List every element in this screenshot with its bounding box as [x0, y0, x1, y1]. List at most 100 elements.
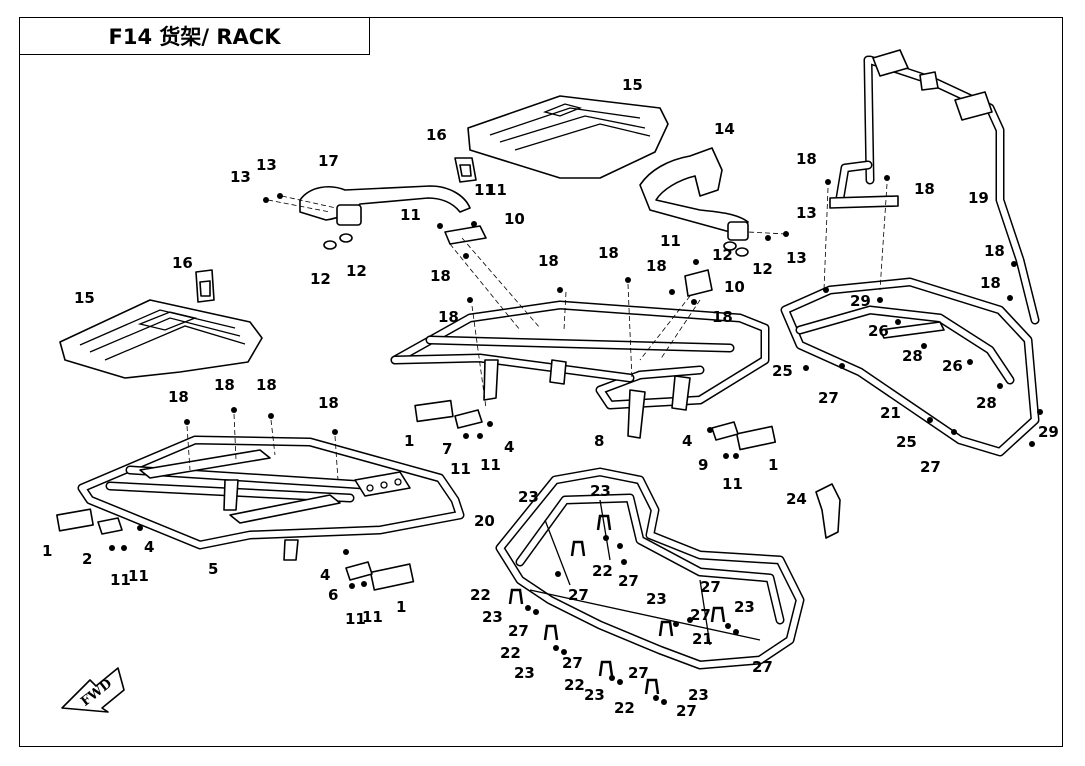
callout-23: 23 — [518, 488, 539, 506]
rear-rack-frame-8 — [390, 300, 770, 439]
callout-13: 13 — [230, 168, 251, 186]
callout-27: 27 — [568, 586, 589, 604]
callout-11: 11 — [110, 571, 131, 589]
callout-11: 11 — [660, 232, 681, 250]
callout-22: 22 — [614, 699, 635, 717]
front-rack-frame-5 — [77, 435, 465, 561]
callout-13: 13 — [256, 156, 277, 174]
callout-16: 16 — [426, 126, 447, 144]
callout-26: 26 — [868, 322, 889, 340]
callout-27: 27 — [752, 658, 773, 676]
diagram-frame — [19, 17, 1063, 747]
callout-28: 28 — [976, 394, 997, 412]
callout-5: 5 — [208, 560, 218, 578]
bracket-16-front — [195, 269, 215, 303]
callout-16: 16 — [172, 254, 193, 272]
callout-29: 29 — [850, 292, 871, 310]
grab-handle-17 — [299, 185, 471, 250]
callout-23: 23 — [688, 686, 709, 704]
callout-18: 18 — [646, 257, 667, 275]
callout-13: 13 — [786, 249, 807, 267]
callout-10: 10 — [504, 210, 525, 228]
callout-11: 11 — [474, 181, 495, 199]
callout-23: 23 — [514, 664, 535, 682]
callout-23: 23 — [584, 686, 605, 704]
cargo-cover-rear — [467, 95, 669, 179]
callout-18: 18 — [984, 242, 1005, 260]
callout-21: 21 — [692, 630, 713, 648]
callout-27: 27 — [818, 389, 839, 407]
callout-18: 18 — [980, 274, 1001, 292]
callout-11: 11 — [362, 608, 383, 626]
callout-21: 21 — [880, 404, 901, 422]
callout-27: 27 — [676, 702, 697, 720]
callout-23: 23 — [646, 590, 667, 608]
callout-11: 11 — [486, 181, 507, 199]
callout-17: 17 — [318, 152, 339, 170]
callout-25: 25 — [772, 362, 793, 380]
rear-basket-21 — [780, 277, 1040, 457]
callout-13: 13 — [796, 204, 817, 222]
roll-bar-19 — [829, 49, 1040, 325]
callout-11: 11 — [722, 475, 743, 493]
callout-19: 19 — [968, 189, 989, 207]
callout-7: 7 — [442, 440, 452, 458]
callout-22: 22 — [564, 676, 585, 694]
callout-18: 18 — [438, 308, 459, 326]
callout-6: 6 — [328, 586, 338, 604]
diagram-title: F14 货架/ RACK — [19, 17, 370, 55]
callout-18: 18 — [712, 308, 733, 326]
reflector-bracket-6 — [345, 561, 373, 581]
callout-12: 12 — [346, 262, 367, 280]
callout-27: 27 — [562, 654, 583, 672]
callout-18: 18 — [796, 150, 817, 168]
callout-18: 18 — [538, 252, 559, 270]
reflector-bracket-7 — [454, 409, 483, 429]
callout-1: 1 — [42, 542, 52, 560]
callout-22: 22 — [500, 644, 521, 662]
callout-23: 23 — [482, 608, 503, 626]
callout-27: 27 — [690, 606, 711, 624]
callout-18: 18 — [318, 394, 339, 412]
mount-plate-10-left — [444, 225, 487, 245]
callout-4: 4 — [144, 538, 154, 556]
callout-8: 8 — [594, 432, 604, 450]
callout-11: 11 — [345, 610, 366, 628]
forward-direction-arrow: FWD — [61, 667, 125, 713]
callout-11: 11 — [450, 460, 471, 478]
callout-10: 10 — [724, 278, 745, 296]
callout-11: 11 — [480, 456, 501, 474]
callout-18: 18 — [914, 180, 935, 198]
callout-23: 23 — [734, 598, 755, 616]
callout-4: 4 — [504, 438, 514, 456]
front-basket-20 — [495, 467, 805, 670]
cargo-cover-front — [59, 299, 263, 379]
hardware-fasteners — [109, 175, 1043, 705]
callout-27: 27 — [508, 622, 529, 640]
bracket-24 — [815, 483, 841, 539]
callout-27: 27 — [920, 458, 941, 476]
callout-29: 29 — [1038, 423, 1059, 441]
callout-4: 4 — [682, 432, 692, 450]
callout-12: 12 — [752, 260, 773, 278]
u-bolts-22 — [508, 514, 726, 695]
reflector-1-front-left — [56, 508, 94, 532]
callout-1: 1 — [768, 456, 778, 474]
callout-15: 15 — [74, 289, 95, 307]
callout-24: 24 — [786, 490, 807, 508]
callout-2: 2 — [82, 550, 92, 568]
bracket-16-rear — [454, 157, 477, 183]
callout-26: 26 — [942, 357, 963, 375]
callout-27: 27 — [618, 572, 639, 590]
callout-11: 11 — [128, 567, 149, 585]
callout-18: 18 — [598, 244, 619, 262]
callout-15: 15 — [622, 76, 643, 94]
callout-22: 22 — [470, 586, 491, 604]
reflector-1-rear-right — [735, 425, 777, 451]
leader-lines — [186, 183, 888, 481]
callout-27: 27 — [700, 578, 721, 596]
callout-18: 18 — [430, 267, 451, 285]
callout-20: 20 — [474, 512, 495, 530]
callout-27: 27 — [628, 664, 649, 682]
